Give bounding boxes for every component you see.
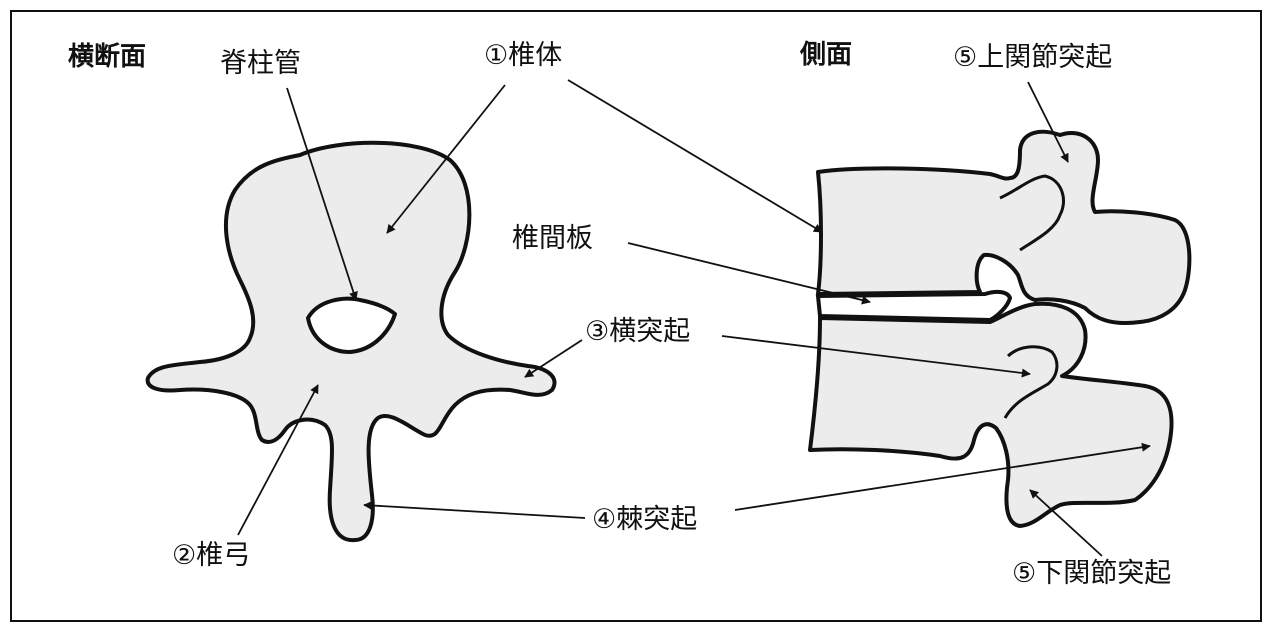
- label-inferior-articular-process: ⑤下関節突起: [1012, 558, 1172, 589]
- arrow-transverse-process-side: [721, 335, 1031, 378]
- label-vertebral-body: ①椎体: [484, 40, 563, 71]
- arrow-superior-articular: [1027, 81, 1069, 163]
- label-spinal-canal: 脊柱管: [220, 48, 301, 79]
- arrow-vertebral-body-cross: [386, 84, 506, 234]
- label-transverse-process: ③横突起: [585, 316, 691, 347]
- cross-section-vertebra: [145, 140, 557, 543]
- label-superior-articular-process: ⑤上関節突起: [953, 42, 1113, 73]
- side-view-vertebrae: [808, 129, 1192, 528]
- arrow-spinous-process-cross: [363, 500, 586, 519]
- label-vertebral-arch: ②椎弓: [172, 540, 251, 571]
- leader-arrows: [237, 79, 1151, 557]
- side-view-title: 側面: [800, 40, 853, 70]
- label-intervertebral-disc: 椎間板: [512, 223, 593, 254]
- arrow-transverse-process: [524, 339, 583, 378]
- arrow-inferior-articular: [1029, 489, 1103, 557]
- spinal-canal-hole: [306, 296, 397, 354]
- arrow-intervertebral-disc: [627, 242, 871, 305]
- lower-vertebral-body: [808, 301, 1174, 528]
- facet-line-upper: [999, 174, 1065, 252]
- arrow-spinous-process-side: [734, 442, 1151, 511]
- arrow-spinal-canal: [286, 87, 358, 301]
- facet-line-lower: [1003, 345, 1059, 419]
- arrow-vertebral-body-side: [567, 79, 823, 233]
- arrow-vertebral-arch: [237, 384, 319, 536]
- upper-vertebral-body: [816, 129, 1192, 325]
- cross-section-title: 横断面: [68, 42, 147, 72]
- label-spinous-process: ④棘突起: [592, 504, 698, 535]
